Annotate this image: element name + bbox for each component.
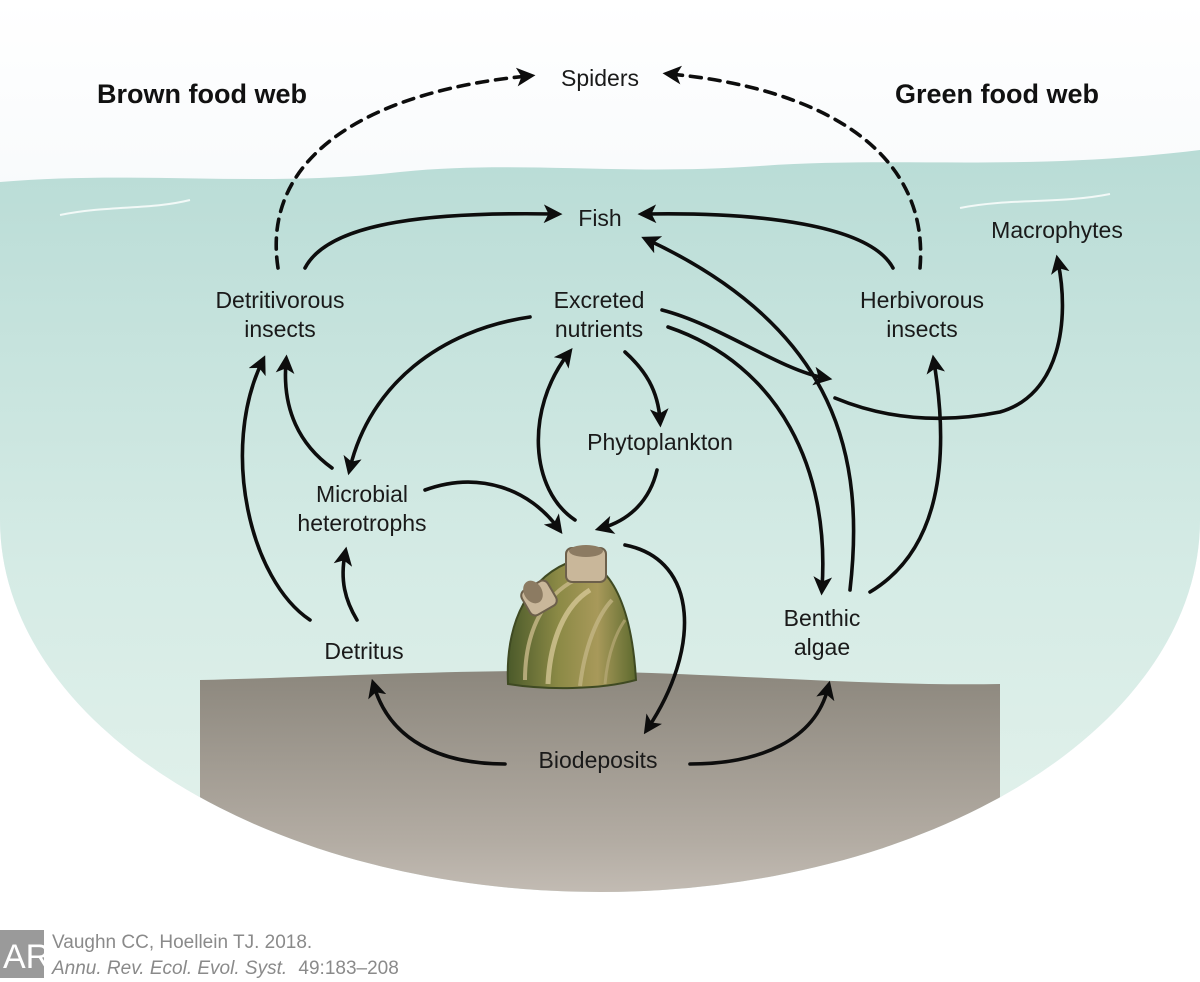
- node-macrophytes: Macrophytes: [991, 217, 1123, 243]
- arrow-detritus-to-microbial: [333, 546, 359, 622]
- arrow-biodeposits-to-detritus: [368, 678, 507, 766]
- arrow-microbial-to-mussel: [423, 480, 563, 535]
- node-detritivorous-insects-line2: insects: [244, 316, 316, 342]
- arrows: [240, 65, 1070, 766]
- node-microbial-heterotrophs-line1: Microbial: [316, 481, 408, 507]
- arrow-biodeposits-to-benthic: [688, 680, 835, 766]
- arrow-detritivorous-to-spiders: [274, 67, 536, 270]
- credit-line1: Vaughn CC, Hoellein TJ. 2018.: [52, 932, 312, 953]
- arrow-detritivorous-to-fish: [303, 204, 563, 270]
- arrow-benthic-to-herbivorous: [868, 354, 946, 594]
- node-herbivorous-insects-line1: Herbivorous: [860, 287, 984, 313]
- arrow-herbivorous-to-fish: [637, 204, 895, 270]
- arrow-excreted-to-benthic: [666, 325, 833, 596]
- water-ripple: [59, 199, 191, 216]
- annual-reviews-logo-text: AR: [3, 938, 50, 976]
- arrow-benthic-to-fish: [641, 236, 856, 592]
- arrow-excreted-to-phytoplankton: [623, 350, 669, 428]
- node-spiders: Spiders: [561, 65, 639, 91]
- brown-food-web-heading: Brown food web: [97, 79, 307, 109]
- node-fish: Fish: [578, 205, 621, 231]
- node-detritivorous-insects-line1: Detritivorous: [215, 287, 344, 313]
- arrow-mussel-to-biodeposits: [623, 543, 687, 735]
- node-excreted-nutrients-line1: Excreted: [554, 287, 645, 313]
- arrow-excreted-to-microbial: [343, 315, 532, 476]
- arrow-herbivorous-to-spiders: [662, 65, 923, 270]
- green-food-web-heading: Green food web: [895, 79, 1099, 109]
- node-detritus: Detritus: [324, 638, 403, 664]
- node-phytoplankton: Phytoplankton: [587, 429, 733, 455]
- credit-block: AR Vaughn CC, Hoellein TJ. 2018. Annu. R…: [0, 930, 399, 979]
- arrow-excreted-to-macrophytes: [660, 308, 833, 386]
- node-benthic-algae-line2: algae: [794, 634, 850, 660]
- arrow-microbial-to-detritivorous: [275, 354, 334, 470]
- arrow-detritus-to-detritivorous: [240, 355, 312, 622]
- credit-journal: Annu. Rev. Ecol. Evol. Syst.: [51, 958, 287, 979]
- credit-line2: Annu. Rev. Ecol. Evol. Syst. 49:183–208: [51, 958, 399, 979]
- arrow-phytoplankton-to-mussel: [594, 468, 659, 534]
- node-microbial-heterotrophs-line2: heterotrophs: [297, 510, 426, 536]
- annual-reviews-logo: [0, 930, 44, 978]
- node-herbivorous-insects-line2: insects: [886, 316, 958, 342]
- arrow-mussel-to-excreted: [536, 348, 577, 522]
- water-ripple: [959, 193, 1111, 209]
- node-benthic-algae-line1: Benthic: [784, 605, 861, 631]
- arrow-excreted-to-macrophytes-b: [833, 254, 1070, 421]
- node-biodeposits: Biodeposits: [539, 747, 658, 773]
- credit-pages: 49:183–208: [298, 958, 398, 979]
- sediment-floor: [200, 670, 1000, 892]
- node-excreted-nutrients-line2: nutrients: [555, 316, 643, 342]
- mussel-illustration: [506, 545, 638, 690]
